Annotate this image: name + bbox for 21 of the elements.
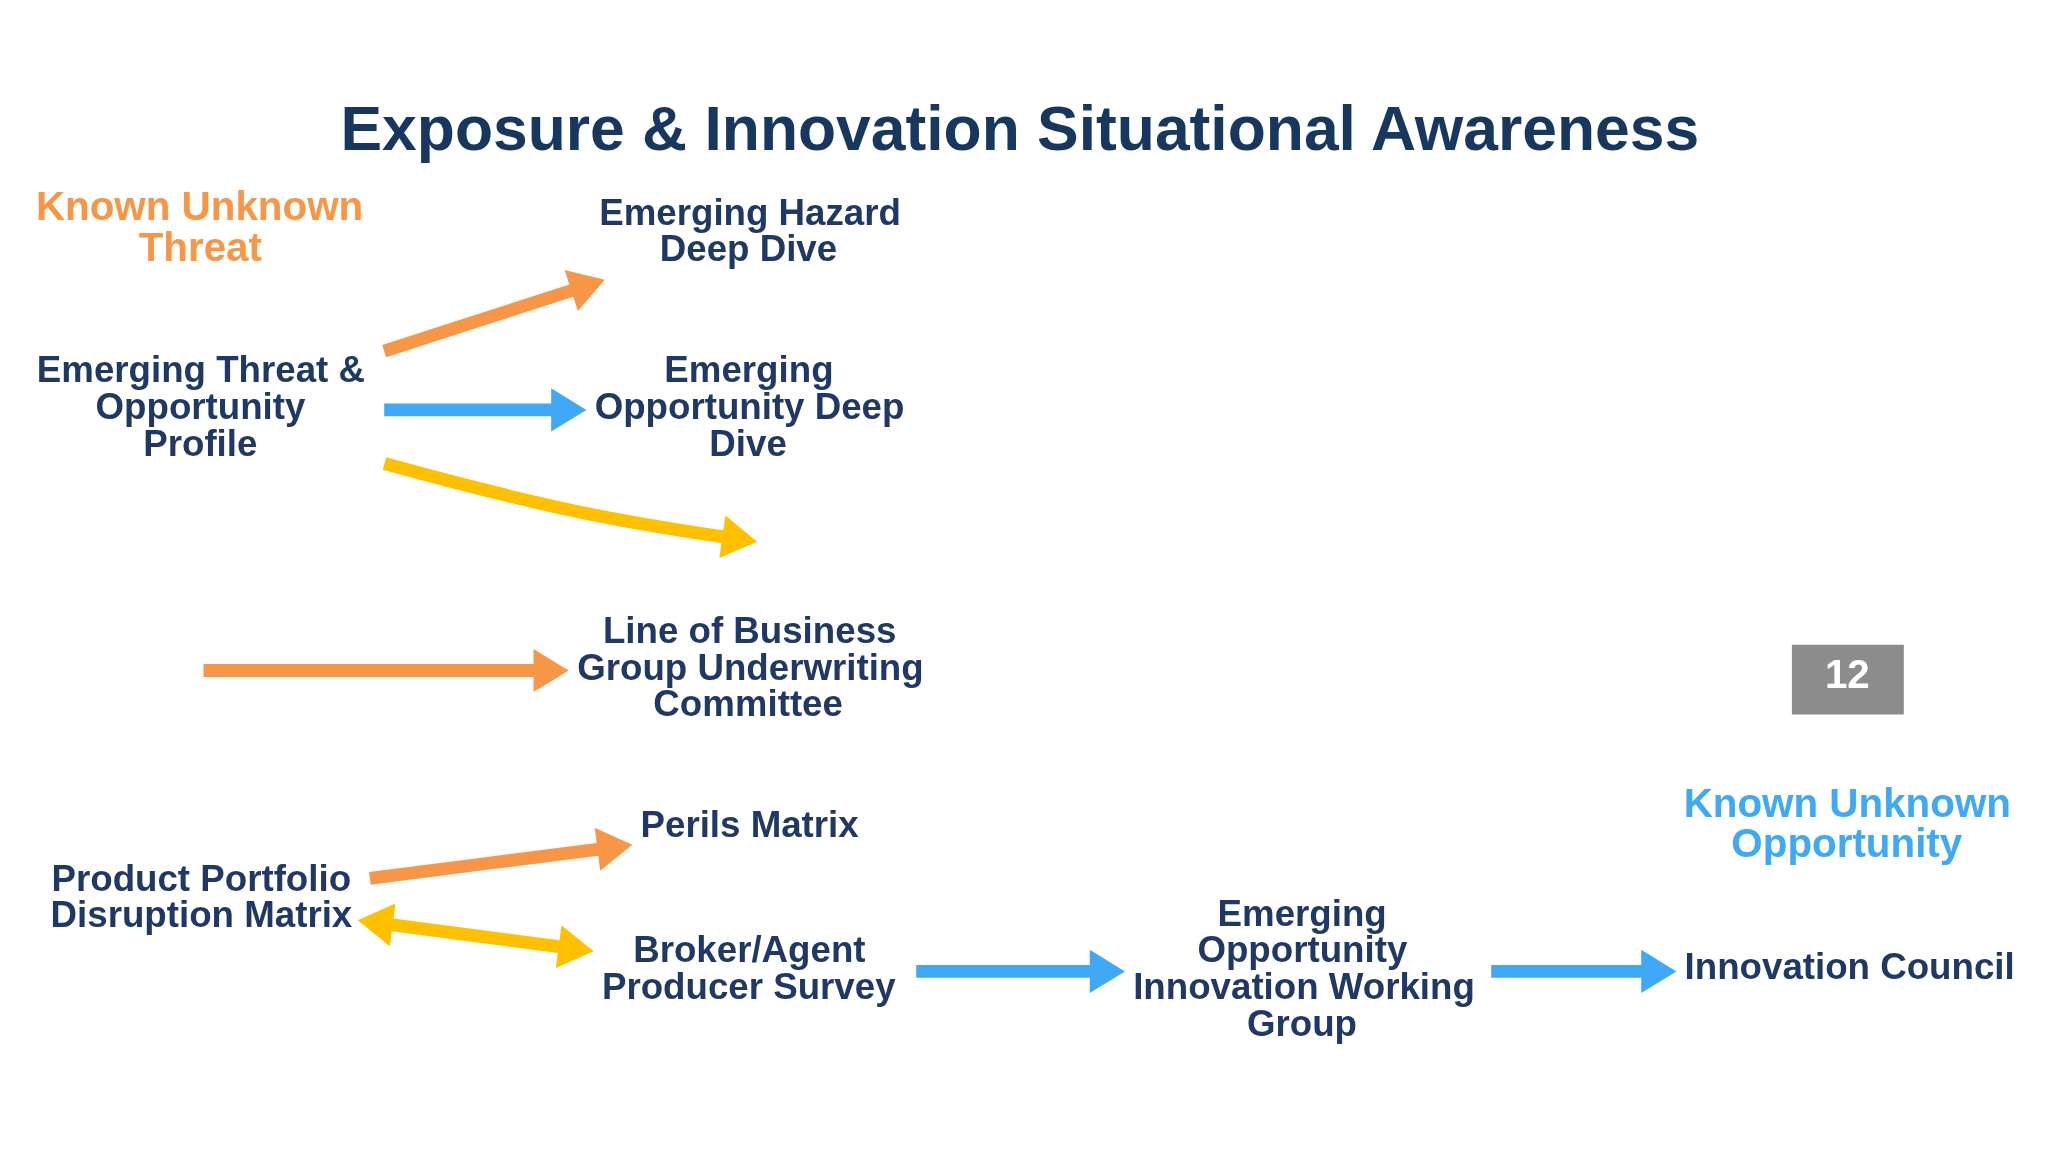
arrow [382, 456, 758, 558]
arrow [1491, 949, 1677, 993]
arrow [916, 949, 1126, 993]
arrow [369, 827, 633, 885]
node-text: Product Portfolio Disruption Matrix [50, 857, 353, 935]
arrow [384, 387, 587, 431]
arrow [382, 269, 605, 357]
node-text: Emerging Opportunity Innovation Working Group [1133, 892, 1475, 1044]
node-text: Broker/Agent Producer Survey [601, 928, 896, 1007]
diagram-title: Exposure & Innovation Situational Awareness [340, 93, 1700, 163]
node-text: Emerging Opportunity Deep Dive [594, 348, 905, 464]
label: Known Unknown Threat [35, 182, 364, 270]
node-text: Perils Matrix [640, 803, 859, 845]
arrow [357, 903, 594, 968]
arrow [203, 648, 569, 692]
node-text: Line of Business Group Underwriting Committee [577, 609, 924, 724]
label: 12 [1824, 650, 1870, 697]
node-text: Innovation Council [1684, 945, 2015, 987]
node-text: Emerging Threat & Opportunity Profile [36, 348, 366, 464]
node-text: Emerging Hazard Deep Dive [599, 191, 901, 269]
label: Known Unknown Opportunity [1683, 779, 2011, 866]
